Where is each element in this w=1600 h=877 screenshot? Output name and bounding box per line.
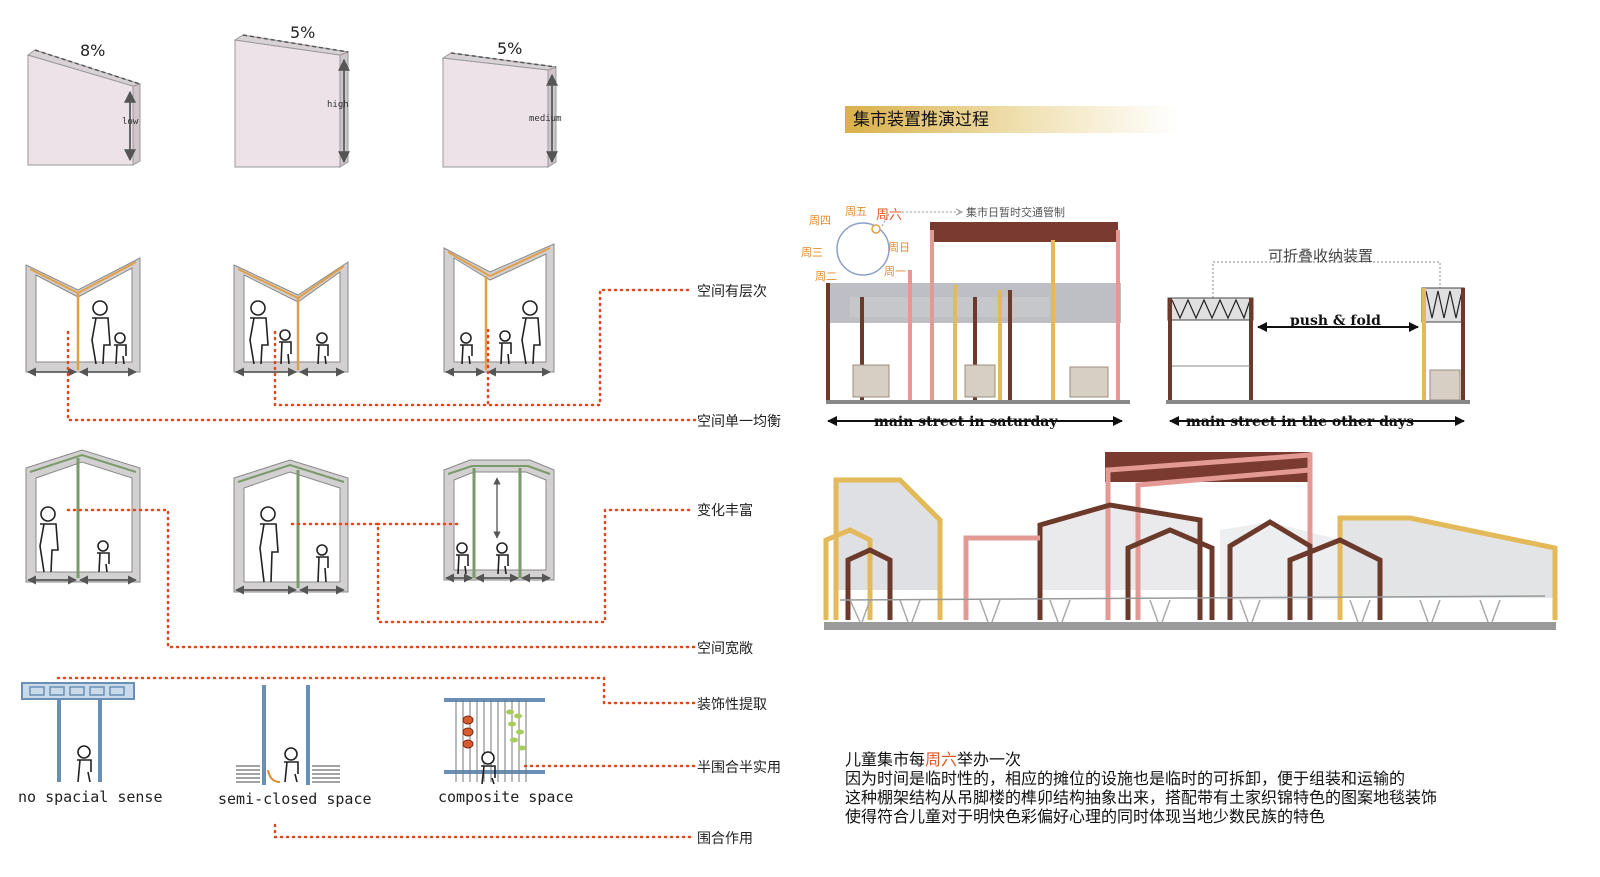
semi-closed-space-label: semi-closed space — [218, 790, 372, 808]
description-block: 儿童集市每周六举办一次 因为时间是临时性的，相应的摊位的设施也是临时的可拆卸，便… — [845, 750, 1437, 826]
section-title-band — [845, 106, 1178, 133]
description-line-1: 儿童集市每周六举办一次 — [845, 750, 1022, 769]
description-line-3: 这种棚架结构从吊脚楼的榫卯结构抽象出来，搭配带有土家织锦特色的图案地毯装饰 — [845, 788, 1438, 807]
weekday-sat: 周六 — [876, 208, 902, 223]
slope-panel-3 — [441, 52, 558, 168]
caption-other-days: main street in the other days — [1186, 414, 1414, 430]
vroof-frame-1 — [25, 257, 141, 377]
no-spacial-sense-label: no spacial sense — [18, 788, 163, 806]
composite-space-figure — [444, 698, 545, 785]
weekday-tue: 周二 — [815, 270, 837, 283]
other-days-section — [1166, 261, 1470, 426]
slope-2-height-label: high — [327, 100, 349, 110]
gable-frame-1 — [25, 449, 141, 585]
no-spacial-sense-figure — [21, 682, 135, 783]
section-title: 集市装置推演过程 — [853, 110, 989, 130]
weekday-fri: 周五 — [845, 205, 867, 218]
slope-2-percent: 5% — [290, 23, 315, 42]
composite-space-label: composite space — [438, 788, 573, 806]
fold-device-note: 可折叠收纳装置 — [1268, 247, 1373, 265]
slope-1-height-label: low — [122, 117, 139, 127]
vroof-frame-3 — [443, 243, 555, 377]
vroof-frame-2 — [233, 261, 349, 377]
concept-enclose: 围合作用 — [697, 831, 753, 847]
weekday-sun: 周日 — [888, 241, 910, 254]
weekday-thu: 周四 — [809, 214, 831, 227]
push-fold-label: push & fold — [1290, 313, 1381, 329]
concept-decor: 装饰性提取 — [697, 697, 767, 713]
slope-panel-2 — [233, 34, 350, 168]
caption-saturday: main street in saturday — [874, 414, 1058, 430]
week-cycle-diagram — [836, 208, 964, 276]
slope-1-percent: 8% — [80, 41, 105, 60]
concept-varied: 变化丰富 — [697, 502, 753, 519]
semi-closed-space-figure — [236, 685, 340, 785]
weekday-wed: 周三 — [801, 246, 823, 259]
weekday-mon: 周一 — [884, 265, 906, 278]
concept-open: 空间宽敞 — [697, 640, 753, 657]
slope-panel-1 — [26, 49, 142, 166]
slope-3-percent: 5% — [497, 39, 522, 58]
concept-uniform: 空间单一均衡 — [697, 414, 781, 430]
gable-frame-3 — [443, 459, 555, 583]
gable-frame-2 — [233, 459, 349, 595]
dotted-connectors — [56, 288, 697, 839]
highlight-saturday: 周六 — [925, 750, 958, 769]
concept-semi: 半围合半实用 — [697, 760, 781, 776]
description-line-4: 使得符合儿童对于明快色彩偏好心理的同时体现当地少数民族的特色 — [845, 807, 1326, 826]
slope-3-height-label: medium — [529, 114, 562, 124]
concept-layered: 空间有层次 — [697, 284, 767, 300]
saturday-market-section — [826, 222, 1130, 426]
market-perspective-render — [823, 452, 1558, 630]
description-line-2: 因为时间是临时性的，相应的摊位的设施也是临时的可拆卸，便于组装和运输的 — [845, 769, 1406, 788]
traffic-control-note: 集市日暂时交通管制 — [966, 205, 1065, 219]
